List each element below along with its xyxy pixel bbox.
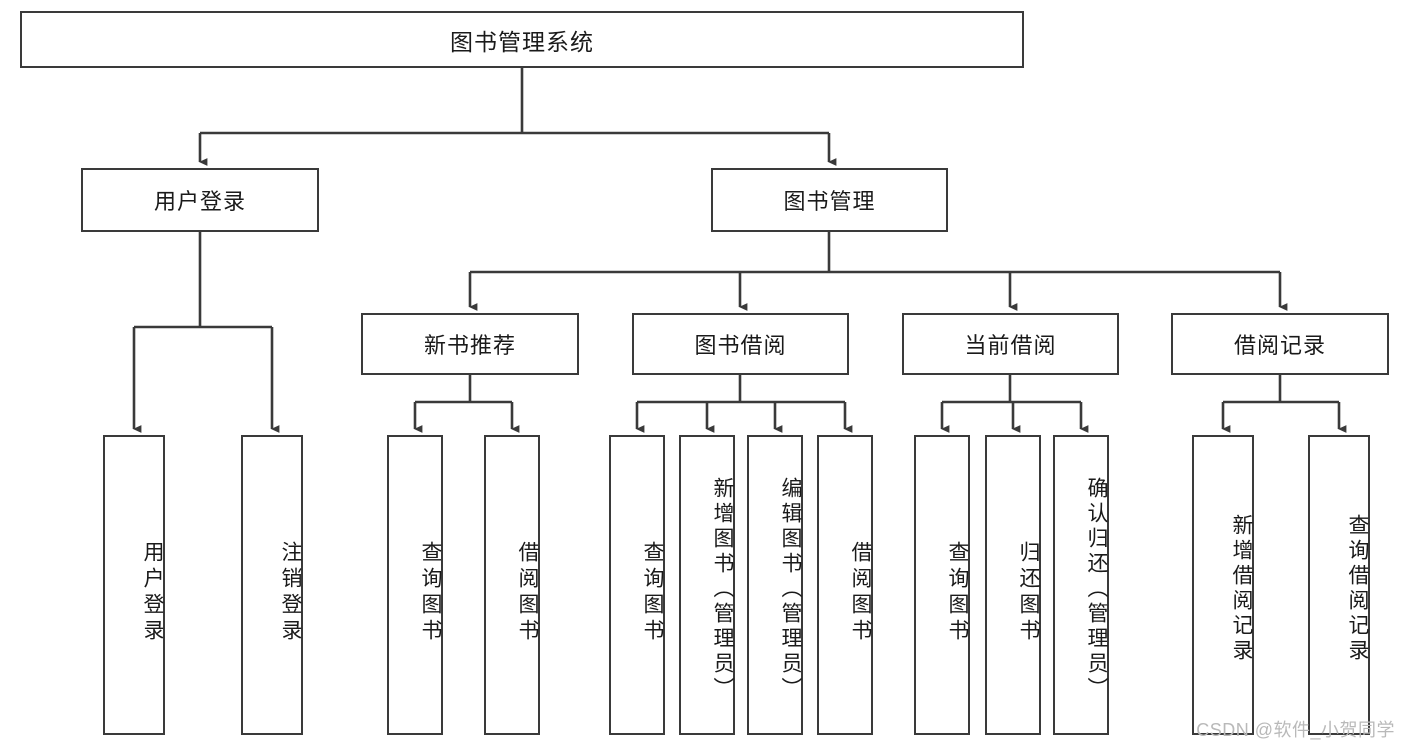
node-new-book-recommendation[interactable]: 新书推荐 (361, 313, 579, 375)
leaf-add-borrow-record[interactable]: 新增借阅记录 (1192, 435, 1254, 735)
leaf-borrow-books-new[interactable]: 借阅图书 (484, 435, 540, 735)
node-user-login[interactable]: 用户登录 (81, 168, 319, 232)
node-root-book-management-system[interactable]: 图书管理系统 (20, 11, 1024, 68)
node-borrowing-records[interactable]: 借阅记录 (1171, 313, 1389, 375)
leaf-logout[interactable]: 注销登录 (241, 435, 303, 735)
leaf-return-book[interactable]: 归还图书 (985, 435, 1041, 735)
node-book-borrowing[interactable]: 图书借阅 (632, 313, 849, 375)
leaf-query-books-borrow[interactable]: 查询图书 (609, 435, 665, 735)
node-book-management[interactable]: 图书管理 (711, 168, 948, 232)
leaf-query-books-new[interactable]: 查询图书 (387, 435, 443, 735)
leaf-query-borrow-record[interactable]: 查询借阅记录 (1308, 435, 1370, 735)
leaf-confirm-return-admin[interactable]: 确认归还（管理员） (1053, 435, 1109, 735)
leaf-add-book-admin[interactable]: 新增图书（管理员） (679, 435, 735, 735)
leaf-user-login[interactable]: 用户登录 (103, 435, 165, 735)
leaf-borrow-book[interactable]: 借阅图书 (817, 435, 873, 735)
leaf-edit-book-admin[interactable]: 编辑图书（管理员） (747, 435, 803, 735)
leaf-query-books-current[interactable]: 查询图书 (914, 435, 970, 735)
node-current-borrowing[interactable]: 当前借阅 (902, 313, 1119, 375)
